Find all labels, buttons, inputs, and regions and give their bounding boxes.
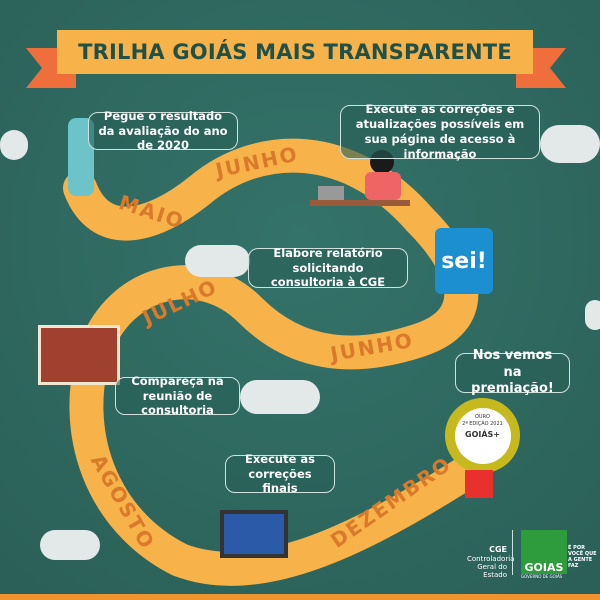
step-box: Execute as correções e atualizações poss… <box>340 102 540 161</box>
step-box: Elabore relatório solicitando consultori… <box>248 246 408 289</box>
award-badge: OURO 2ª EDIÇÃO 2021 GOIÁS+ <box>445 398 520 473</box>
goias-logo: GOIAS <box>521 530 567 574</box>
cloud <box>40 530 100 560</box>
cloud <box>185 245 250 277</box>
laptop-worker-illustration <box>310 150 415 210</box>
step-box: Nos vemos na premiação! <box>455 348 570 396</box>
badge-name: GOIÁS+ <box>465 429 500 439</box>
step-box: Pegue o resultado da avaliação do ano de… <box>88 109 238 152</box>
sei-logo: sei! <box>435 228 493 294</box>
cloud <box>540 125 600 163</box>
gov-label: GOVERNO DE GOIÁS <box>521 574 563 579</box>
step-box: Compareça na reunião de consultoria <box>115 374 240 417</box>
cloud <box>585 300 600 330</box>
red-cube <box>465 470 493 498</box>
slogan: É POR VOCÊ QUE A GENTE FAZ <box>568 545 597 569</box>
cloud <box>0 130 28 160</box>
badge-edition: 2ª EDIÇÃO <box>462 421 489 427</box>
video-call-illustration <box>38 325 120 385</box>
badge-top: OURO <box>474 413 490 420</box>
step-box: Execute as correções finais <box>225 452 335 495</box>
cge-logo: CGE Controladoria Geral do Estado <box>467 545 515 580</box>
divider <box>512 530 513 575</box>
badge-year: 2021 <box>490 421 503 427</box>
title-banner: TRILHA GOIÁS MAIS TRANSPARENTE <box>57 30 533 74</box>
cloud <box>240 380 320 414</box>
computer-illustration <box>220 510 288 558</box>
page-title: TRILHA GOIÁS MAIS TRANSPARENTE <box>78 40 512 64</box>
footer-bar <box>0 594 600 600</box>
